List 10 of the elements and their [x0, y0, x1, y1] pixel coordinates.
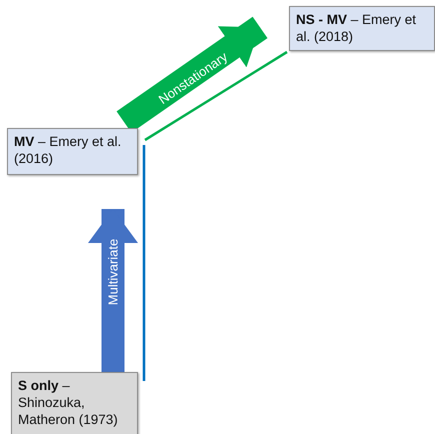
citation-text: NS - MV – Emery et al. (2018): [296, 11, 418, 45]
citation-text: S only – Shinozuka, Matheron (1973): [18, 377, 119, 428]
connector-line: [142, 145, 146, 381]
text-box: [11, 372, 138, 434]
text-box: [7, 128, 138, 175]
edge-label: Multivariate: [106, 238, 120, 305]
text-box: [289, 6, 435, 51]
connector-line: [144, 50, 288, 142]
block-arrow: [88, 209, 138, 372]
citation-text: MV – Emery et al. (2016): [14, 133, 122, 167]
